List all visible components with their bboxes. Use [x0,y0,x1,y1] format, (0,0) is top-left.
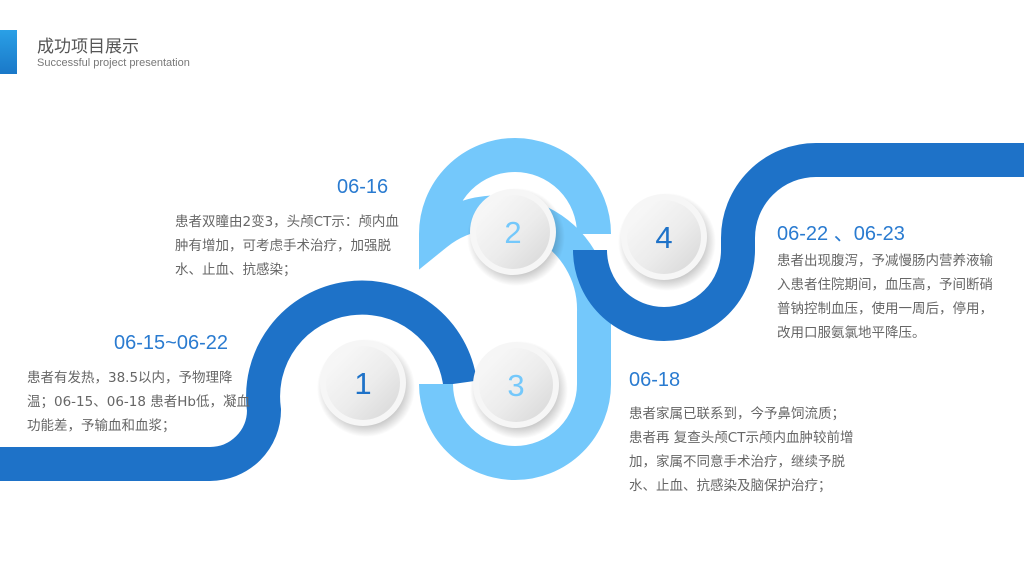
header-accent-bar [0,30,17,74]
step-number-4: 4 [655,220,672,255]
step-3-date: 06-18 [629,369,681,391]
step-4-description: 患者出现腹泻，予减慢肠内营养液输入患者住院期间，血压高，予间断硝普钠控制血压，使… [777,253,993,341]
step-circle-3 [470,341,568,439]
step-3-description: 患者家属已联系到，今予鼻饲流质；患者再 复查头颅CT示颅内血肿较前增加，家属不同… [629,406,854,494]
ribbon-segment-3 [573,143,1024,341]
page-title: 成功项目展示 [37,37,139,57]
ribbon-segment-1 [0,280,477,481]
step-1-date: 06-15~06-22 [114,332,228,354]
step-1-description: 患者有发热，38.5以内，予物理降温；06-15、06-18 患者Hb低，凝血功… [27,370,250,434]
step-2-description: 患者双瞳由2变3，头颅CT示：颅内血肿有增加，可考虑手术治疗，加强脱水、止血、抗… [175,214,399,278]
step-number-1: 1 [354,366,371,401]
page-subtitle: Successful project presentation [37,57,190,69]
step-circle-1 [317,339,415,437]
step-2-date: 06-16 [337,176,389,198]
step-circle-2 [467,188,565,286]
step-4-date: 06-22 、06-23 [777,223,905,245]
step-circle-4 [618,193,716,291]
step-number-2: 2 [504,215,521,250]
step-number-3: 3 [507,368,524,403]
